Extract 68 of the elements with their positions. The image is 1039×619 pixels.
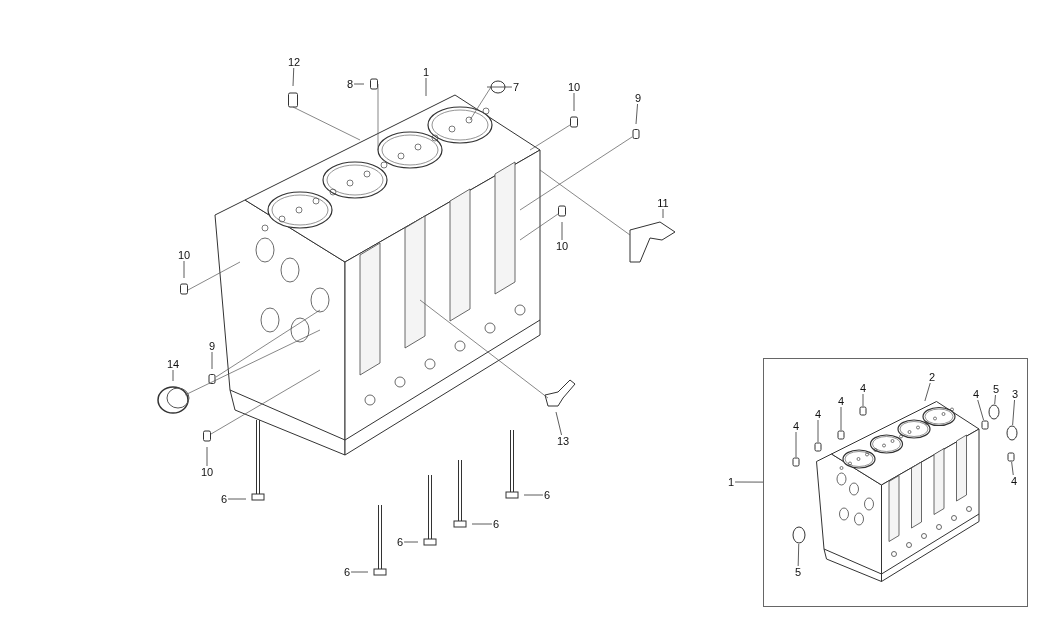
callout-number: 10 bbox=[176, 249, 192, 261]
leader-line bbox=[403, 541, 419, 543]
ring-drawing bbox=[1006, 425, 1018, 441]
leader-line bbox=[797, 543, 800, 567]
leader-line bbox=[425, 77, 427, 97]
leader-line bbox=[353, 83, 365, 85]
leader-line bbox=[471, 523, 493, 525]
pin-drawing bbox=[981, 420, 989, 430]
callout-number: 7 bbox=[511, 81, 521, 93]
inset-frame bbox=[763, 358, 1028, 607]
leader-line bbox=[561, 221, 563, 241]
leader-line bbox=[523, 494, 544, 496]
callout-number: 4 bbox=[858, 382, 868, 394]
leader-line bbox=[1011, 461, 1014, 476]
callout-number: 6 bbox=[395, 536, 405, 548]
leader-line bbox=[486, 86, 513, 88]
callout-number: 5 bbox=[793, 566, 803, 578]
leader-line bbox=[555, 411, 562, 436]
leader-line bbox=[1012, 399, 1015, 426]
callout-number: 9 bbox=[207, 340, 217, 352]
ring-drawing bbox=[792, 526, 806, 544]
leader-line bbox=[662, 208, 664, 219]
pin-drawing bbox=[859, 406, 867, 416]
leader-line bbox=[994, 394, 996, 405]
callout-number: 2 bbox=[927, 371, 937, 383]
leader-line bbox=[924, 382, 931, 402]
pin-drawing bbox=[814, 442, 822, 452]
callout-number: 4 bbox=[971, 388, 981, 400]
callout-number: 10 bbox=[554, 240, 570, 252]
leader-line bbox=[862, 393, 864, 407]
callout-number: 6 bbox=[219, 493, 229, 505]
callout-number: 9 bbox=[633, 92, 643, 104]
callout-number: 1 bbox=[421, 66, 431, 78]
callout-number: 4 bbox=[791, 420, 801, 432]
callout-number: 10 bbox=[566, 81, 582, 93]
callout-number: 4 bbox=[813, 408, 823, 420]
leader-line bbox=[795, 431, 797, 458]
leader-line bbox=[817, 419, 819, 443]
leader-line bbox=[840, 406, 842, 431]
callout-number: 12 bbox=[286, 56, 302, 68]
leader-line bbox=[350, 571, 369, 573]
pin-drawing bbox=[1007, 452, 1015, 462]
callout-number: 5 bbox=[991, 383, 1001, 395]
callout-number: 4 bbox=[1009, 475, 1019, 487]
callout-number: 11 bbox=[656, 197, 670, 209]
callout-number: 8 bbox=[345, 78, 355, 90]
callout-number: 13 bbox=[555, 435, 571, 447]
leader-line bbox=[211, 351, 213, 370]
ring-drawing bbox=[988, 404, 1000, 420]
leader-line bbox=[172, 369, 174, 382]
leader-line bbox=[292, 67, 295, 87]
callout-number: 10 bbox=[199, 466, 215, 478]
pin-drawing bbox=[837, 430, 845, 440]
leader-line bbox=[635, 103, 638, 125]
leader-line bbox=[734, 481, 764, 483]
leader-line bbox=[573, 92, 575, 112]
pin-drawing bbox=[792, 457, 800, 467]
callout-number: 3 bbox=[1010, 388, 1020, 400]
callout-number: 6 bbox=[542, 489, 552, 501]
leader-line bbox=[227, 498, 247, 500]
callout-number: 14 bbox=[165, 358, 181, 370]
callout-number: 1 bbox=[726, 476, 736, 488]
leader-line bbox=[977, 399, 984, 421]
callout-number: 4 bbox=[836, 395, 846, 407]
callout-number: 6 bbox=[491, 518, 501, 530]
leader-line bbox=[183, 260, 185, 279]
leader-line bbox=[206, 446, 208, 467]
callout-number: 6 bbox=[342, 566, 352, 578]
